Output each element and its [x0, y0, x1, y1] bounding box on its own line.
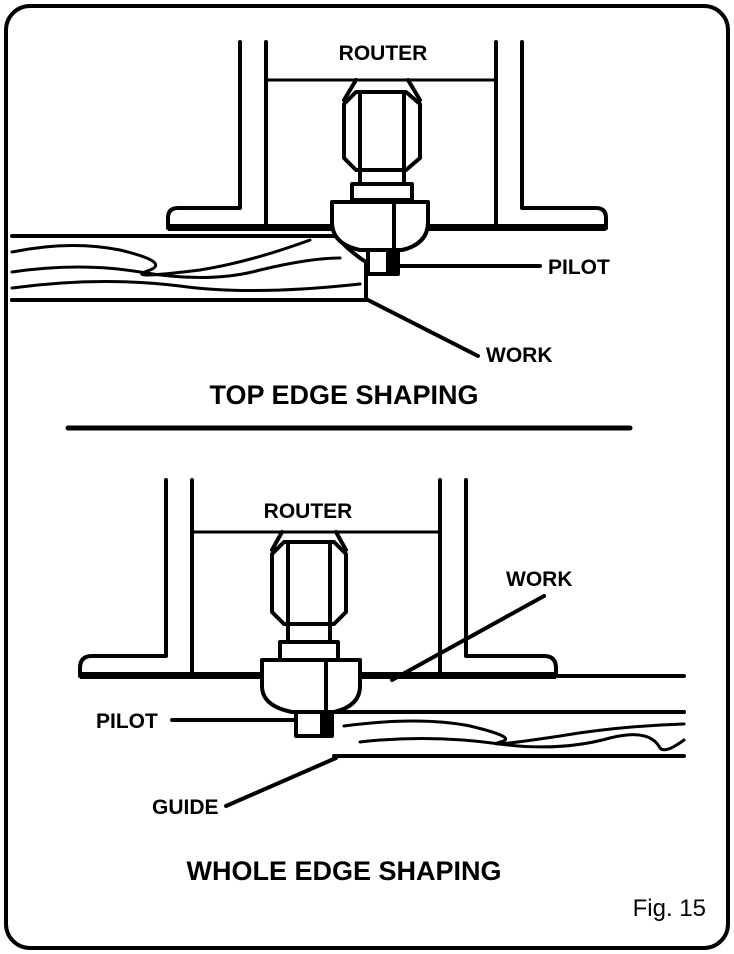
bottom-guide-label: GUIDE	[152, 796, 219, 819]
bottom-collet-nut	[270, 530, 348, 662]
top-work-leader	[366, 298, 480, 358]
top-pilot-label: PILOT	[548, 256, 610, 279]
bottom-guide-board	[332, 710, 686, 758]
top-cutter-bit	[330, 200, 430, 276]
bottom-diagram-title: WHOLE EDGE SHAPING	[186, 856, 501, 886]
top-work-label: WORK	[486, 344, 553, 367]
top-router-label: ROUTER	[339, 42, 428, 65]
top-diagram-title: TOP EDGE SHAPING	[209, 380, 478, 410]
router-base-right	[494, 40, 608, 230]
bottom-cutter-bit	[260, 658, 362, 738]
bottom-router-label: ROUTER	[264, 500, 353, 523]
bottom-work-leader	[390, 594, 546, 682]
bottom-guide-leader	[224, 756, 338, 808]
router-base-left	[166, 40, 268, 230]
top-edge-shaping-diagram: ROUTER PILOT WORK TOP EDGE SHAPING	[10, 40, 610, 410]
collet-nut	[342, 78, 422, 202]
bottom-work-label: WORK	[506, 568, 573, 591]
whole-edge-shaping-diagram: ROUTER WORK PILOT GUIDE WHOLE EDGE SHAPI…	[78, 478, 686, 886]
bottom-pilot-label: PILOT	[96, 710, 158, 733]
top-workpiece	[10, 234, 368, 302]
figure-label: Fig. 15	[633, 895, 706, 922]
